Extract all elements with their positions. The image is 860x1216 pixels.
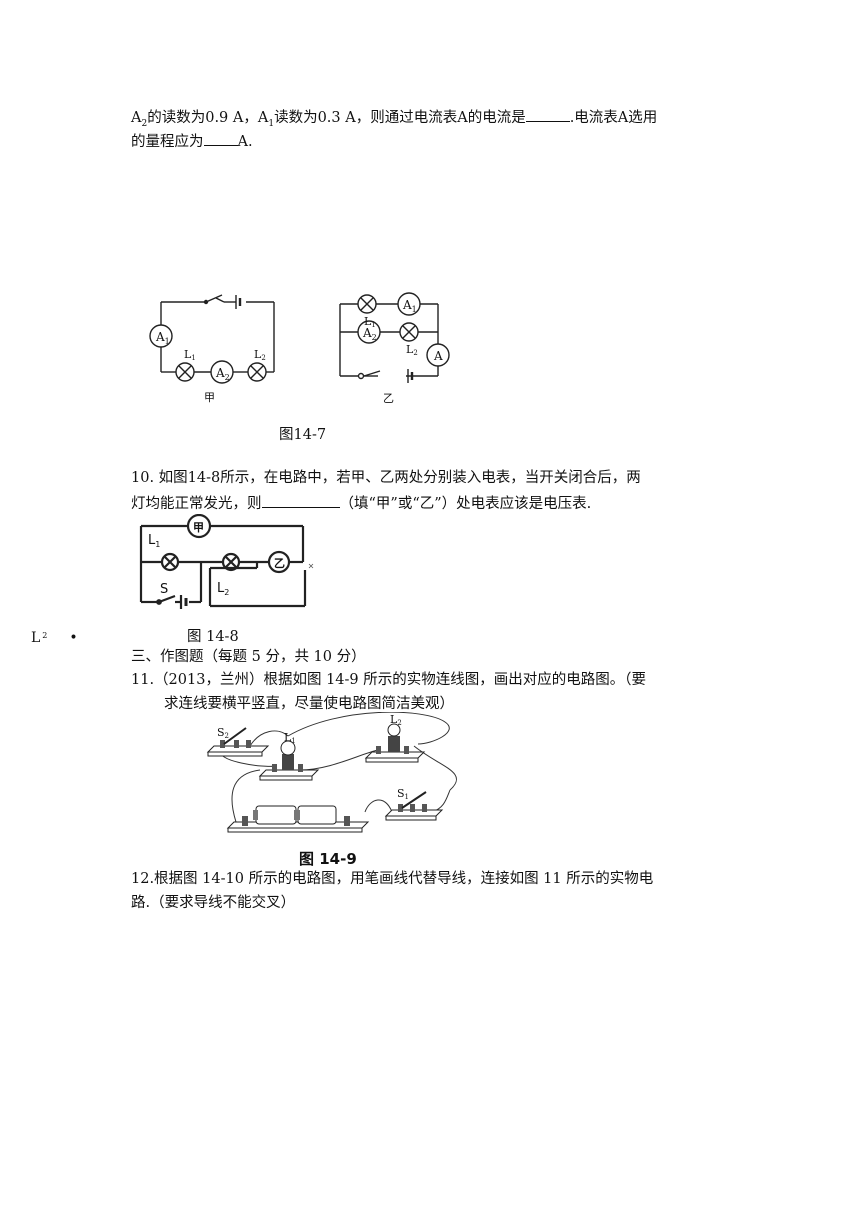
label-l2-14-8: L2: [217, 581, 229, 597]
label-yi: 乙: [274, 557, 285, 570]
q9-line-1: A2的读数为0.9 A，A1读数为0.3 A，则通过电流表A的电流是.电流表A选…: [131, 106, 657, 134]
label-s-14-8: S: [160, 582, 168, 597]
jia-l2-label: L2: [254, 348, 266, 362]
meter-jia-symbol: [186, 514, 212, 539]
ammeter-a2-symbol: [210, 360, 234, 384]
q11-line-1: 11.（2013，兰州）根据如图 14-9 所示的实物连线图，画出对应的电路图。…: [131, 672, 647, 688]
jia-a1-label: A1: [155, 330, 170, 346]
meter-yi-symbol: [267, 550, 291, 574]
label-l2-14-9: L2: [390, 713, 402, 727]
figure-14-9-wires: [219, 712, 457, 823]
section-3-heading: 三、作图题（每题 5 分，共 10 分）: [131, 649, 366, 665]
switch-s1: [384, 791, 444, 821]
yi-l2-label: L2: [406, 343, 418, 357]
label-s1: S1: [397, 787, 409, 801]
jia-a2-label: A2: [215, 366, 230, 382]
jia-caption: 甲: [204, 391, 215, 404]
answer-blank-range[interactable]: [203, 130, 238, 146]
yi-ammeter-a1-symbol: [397, 292, 421, 316]
label-jia: 甲: [193, 521, 204, 534]
battery-holder: [226, 805, 370, 833]
q10-line-2: 灯均能正常发光，则（填“甲”或“乙”）处电表应该是电压表.: [131, 492, 591, 514]
q12-line-1: 12.根据图 14-10 所示的电路图，用笔画线代替导线，连接如图 11 所示的…: [131, 871, 654, 887]
lamp-l1-holder: [258, 740, 320, 781]
yi-a2-label: A2: [362, 326, 377, 342]
label-s2: S2: [217, 726, 229, 740]
q12-line-2: 路.（要求导线不能交叉）: [131, 895, 296, 911]
q10-line-1: 10. 如图14-8所示，在电路中，若甲、乙两处分别装入电表，当开关闭合后，两: [131, 470, 641, 486]
label-l1-14-9: L1: [284, 731, 296, 745]
label-l1-14-8: L1: [148, 533, 160, 549]
yi-lamp-l1-symbol: [357, 294, 377, 314]
yi-a-label: A: [433, 349, 443, 363]
switch-s2: [206, 727, 270, 757]
figure-14-9: S2 L1 L2 S1: [206, 712, 457, 833]
lamp-l2-14-8-symbol: [221, 552, 241, 572]
yi-l1-label: L1: [364, 315, 376, 329]
figure-14-7: A1 A2 L1 L2 甲 A1 A2 A L1 L2 乙: [149, 292, 450, 405]
ammeter-a1-symbol: [149, 324, 173, 348]
figure-14-9-caption: 图 14-9: [299, 850, 357, 868]
yi-ammeter-a-symbol: [426, 343, 450, 367]
yi-ammeter-a2-symbol: [357, 320, 381, 344]
jia-l1-label: L1: [184, 348, 196, 362]
circuit-yi: [339, 292, 450, 383]
circuit-jia: [149, 294, 275, 384]
figure-14-8-caption: 图 14-8: [187, 629, 239, 645]
yi-a1-label: A1: [402, 298, 417, 314]
lamp-l1-14-8-symbol: [160, 552, 180, 572]
figure-14-7-caption: 图14-7: [279, 427, 327, 443]
circuit-14-8: [139, 514, 307, 609]
lamp-l2-holder: [364, 723, 426, 763]
answer-blank-voltmeter[interactable]: [261, 492, 340, 508]
answer-blank-current[interactable]: [525, 106, 570, 122]
q11-line-2: 求连线要横平竖直，尽量使电路图简洁美观）: [164, 696, 454, 712]
yi-caption: 乙: [383, 392, 394, 405]
lamp-l1-symbol: [175, 362, 195, 382]
figure-14-8: 甲 乙 L1 L2 S: [139, 514, 314, 609]
lamp-l2-symbol: [247, 362, 267, 382]
yi-lamp-l2-symbol: [399, 322, 419, 342]
